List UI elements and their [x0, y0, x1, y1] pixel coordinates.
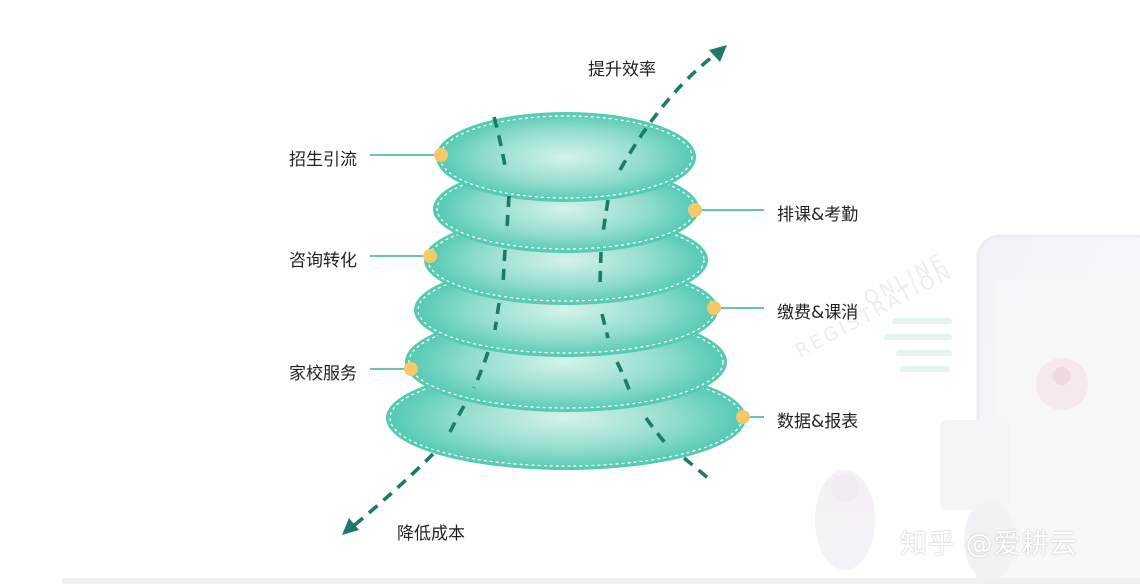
person-illustration-1-head: [831, 474, 859, 502]
top-arrow-line: [618, 46, 726, 171]
label-right-3: 数据&报表: [777, 412, 859, 432]
dot-left-3: [404, 362, 418, 376]
label-right-2: 缴费&课消: [777, 303, 859, 323]
right-dash-2: [601, 199, 610, 233]
label-top-arrow: 提升效率: [588, 60, 656, 80]
left-dash-3: [501, 249, 507, 285]
bottom-arrowhead: [342, 518, 359, 535]
top-arrowhead: [709, 45, 727, 62]
watermark-text: 知乎 @爱耕云: [900, 529, 1078, 560]
disc-stack: [386, 112, 746, 470]
left-dash-6: [448, 405, 466, 433]
right-dash-3: [598, 251, 603, 285]
marker-dots: [404, 148, 750, 424]
avatar-head: [1053, 367, 1071, 385]
dot-right-3: [736, 410, 750, 424]
deco-line-1: [892, 318, 952, 324]
spiral-lines: [344, 46, 726, 534]
label-right-1: 排课&考勤: [777, 205, 859, 225]
left-dash-1: [492, 116, 507, 167]
disc-1: [436, 112, 696, 202]
left-dash-4: [493, 302, 501, 331]
label-left-1: 招生引流: [289, 150, 357, 170]
label-bottom-arrow: 降低成本: [397, 524, 465, 544]
dot-right-1: [688, 203, 702, 217]
label-left-2: 咨询转化: [289, 251, 357, 271]
deco-line-2: [884, 334, 952, 340]
deco-line-4: [900, 366, 950, 372]
right-dash-6: [644, 416, 668, 446]
dot-right-2: [707, 301, 721, 315]
dot-left-2: [423, 249, 437, 263]
left-dash-2: [505, 195, 511, 229]
right-dash-4: [600, 313, 610, 339]
left-dash-5: [472, 351, 490, 389]
bottom-arrow-line: [344, 452, 435, 534]
label-left-3: 家校服务: [289, 364, 357, 384]
deco-line-3: [896, 350, 952, 356]
person-illustration-2: [964, 500, 1016, 580]
dot-left-1: [434, 148, 448, 162]
bottom-divider: [62, 578, 1140, 584]
right-dash-7: [682, 456, 710, 480]
person-illustration-1: [815, 470, 875, 570]
deco-card: [940, 420, 1010, 510]
phone-screen: [996, 280, 1140, 580]
right-dash-5: [615, 361, 632, 393]
